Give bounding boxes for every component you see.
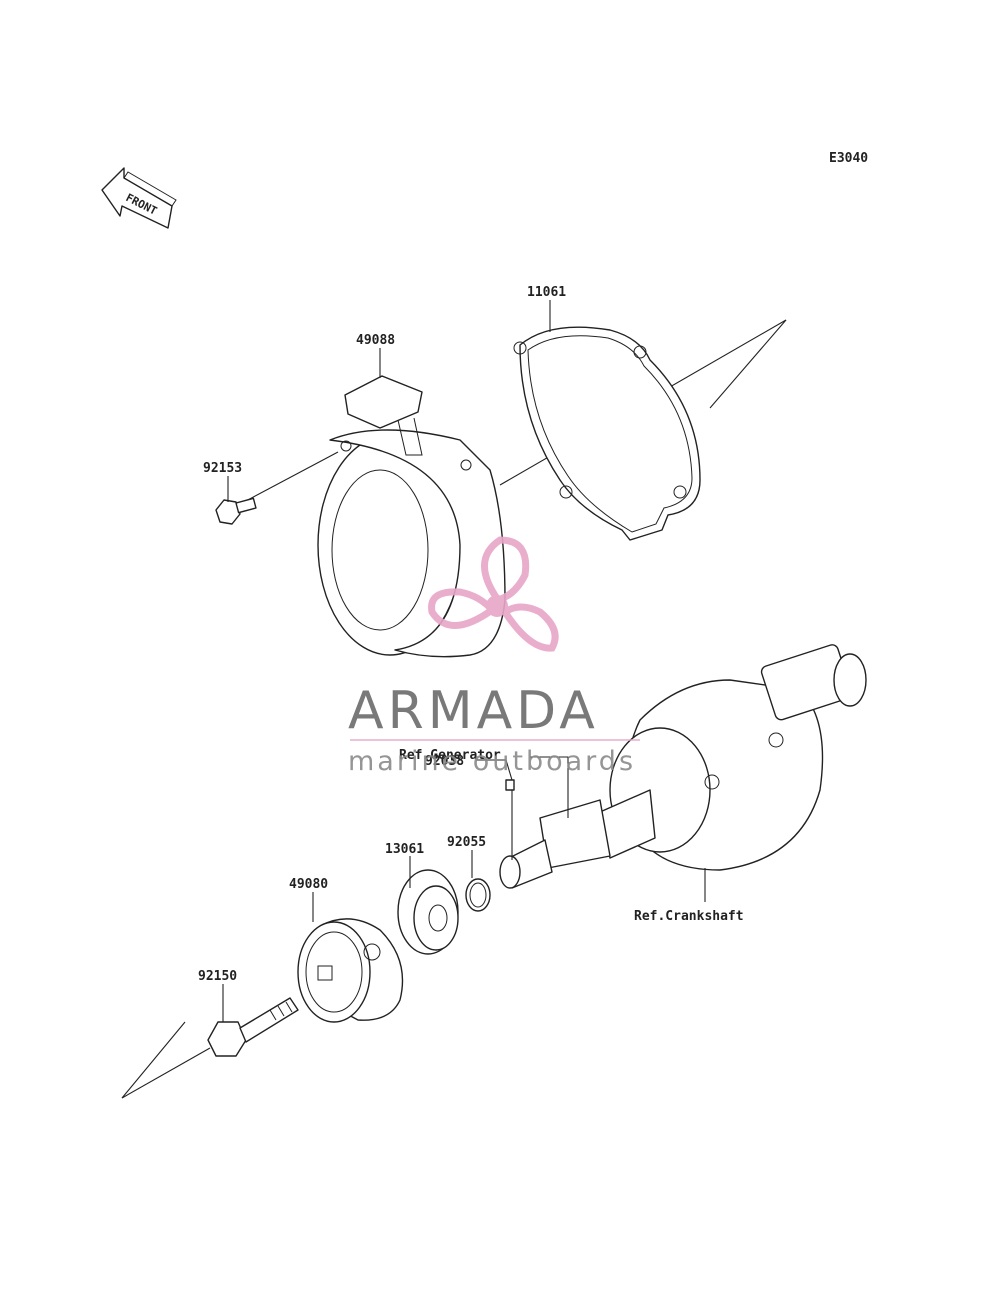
diagram-code: E3040	[829, 151, 868, 166]
o-ring-92055	[465, 878, 491, 912]
part-label-49088: 49088	[356, 333, 395, 348]
watermark-brand: ARMADA	[348, 681, 599, 741]
coupling-13061	[397, 869, 459, 955]
part-label-11061: 11061	[527, 285, 566, 300]
front-arrow-icon: FRONT	[101, 167, 177, 229]
key-92038	[505, 779, 515, 791]
armada-watermark: ARMADA marine outboards	[348, 536, 640, 777]
part-label-92150: 92150	[198, 969, 237, 984]
recoil-starter-49088	[317, 375, 506, 658]
leader-lines	[222, 300, 706, 1022]
crankshaft	[499, 644, 867, 889]
gasket-11061	[513, 326, 701, 541]
bolt-92153	[215, 497, 257, 525]
part-label-92055: 92055	[447, 835, 486, 850]
part-label-92038: 92038	[425, 754, 464, 769]
ref-crankshaft-label: Ref.Crankshaft	[634, 909, 744, 924]
part-label-13061: 13061	[385, 842, 424, 857]
pulley-49080	[297, 918, 404, 1023]
ref-generator-label: Ref.Generator	[399, 748, 501, 763]
watermark-tagline: marine outboards	[348, 746, 636, 777]
part-label-49080: 49080	[289, 877, 328, 892]
part-label-92153: 92153	[203, 461, 242, 476]
propeller-logo-icon	[428, 536, 559, 652]
bolt-92150	[207, 997, 299, 1057]
